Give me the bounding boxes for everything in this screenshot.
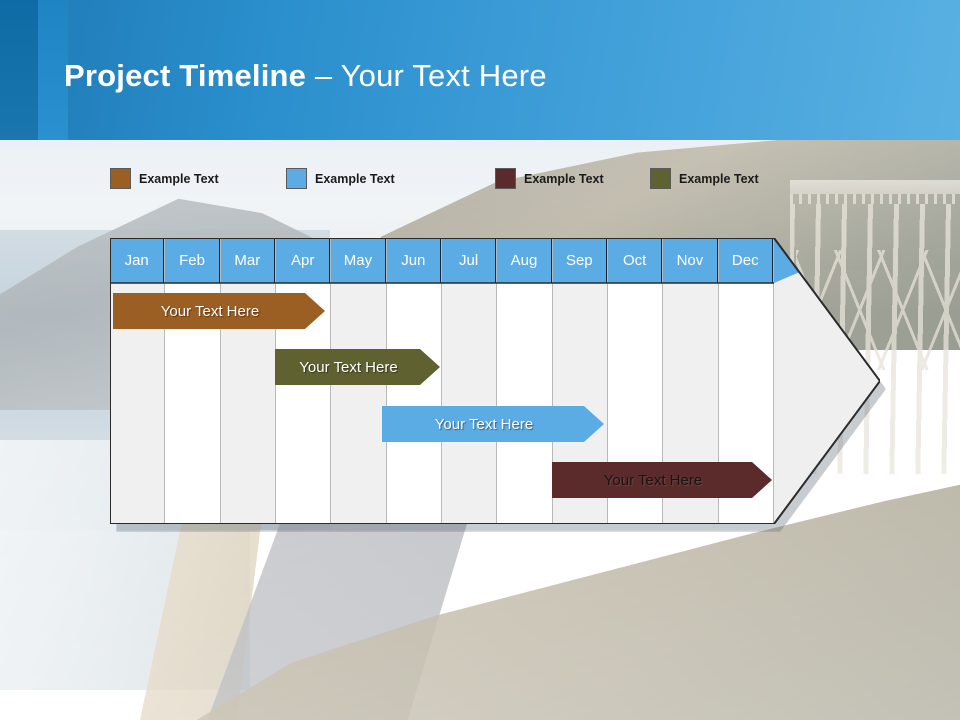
- month-column-jan: Jan: [110, 238, 166, 524]
- task-bar-label: Your Text Here: [603, 471, 703, 489]
- header-accent-mid: [38, 0, 68, 140]
- legend-label: Example Text: [139, 171, 219, 186]
- legend-label: Example Text: [679, 171, 759, 186]
- legend-swatch-icon: [650, 168, 671, 189]
- legend-item-0: Example Text: [110, 168, 219, 189]
- task-bar-1[interactable]: Your Text Here: [275, 349, 440, 385]
- legend-label: Example Text: [315, 171, 395, 186]
- month-header-feb: Feb: [165, 238, 220, 283]
- month-column-mar: Mar: [220, 238, 276, 524]
- month-header-oct: Oct: [607, 238, 663, 283]
- legend-item-1: Example Text: [286, 168, 395, 189]
- legend-item-3: Example Text: [650, 168, 759, 189]
- header-accent-dark: [0, 0, 38, 140]
- month-column-jul: Jul: [441, 238, 498, 524]
- month-header-may: May: [331, 238, 386, 283]
- month-header-dec: Dec: [718, 238, 773, 283]
- legend-swatch-icon: [495, 168, 516, 189]
- month-header-sep: Sep: [552, 238, 607, 283]
- task-bar-label: Your Text Here: [434, 415, 534, 433]
- task-bar-label: Your Text Here: [160, 302, 260, 320]
- month-header-nov: Nov: [663, 238, 718, 283]
- legend-swatch-icon: [110, 168, 131, 189]
- month-header-aug: Aug: [497, 238, 552, 283]
- month-header-apr: Apr: [275, 238, 331, 283]
- month-column-feb: Feb: [165, 238, 221, 524]
- legend: Example Text Example Text Example Text Exam…: [110, 168, 830, 194]
- month-header-jun: Jun: [386, 238, 441, 283]
- month-header-jul: Jul: [441, 238, 497, 283]
- task-bar-2[interactable]: Your Text Here: [382, 406, 604, 442]
- task-bar-3[interactable]: Your Text Here: [552, 462, 772, 498]
- page-title-bold: Project Timeline: [64, 58, 307, 93]
- month-column-aug: Aug: [497, 238, 553, 524]
- month-header-mar: Mar: [220, 238, 275, 283]
- month-header-wedge: [774, 238, 880, 283]
- task-bar-label: Your Text Here: [299, 358, 398, 376]
- legend-label: Example Text: [524, 171, 604, 186]
- month-header-jan: Jan: [110, 238, 165, 283]
- header-band: Project Timeline – Your Text Here: [0, 0, 960, 140]
- legend-item-2: Example Text: [495, 168, 604, 189]
- page-title: Project Timeline – Your Text Here: [64, 58, 547, 94]
- page-title-regular: – Your Text Here: [306, 58, 547, 93]
- task-bar-0[interactable]: Your Text Here: [113, 293, 325, 329]
- legend-swatch-icon: [286, 168, 307, 189]
